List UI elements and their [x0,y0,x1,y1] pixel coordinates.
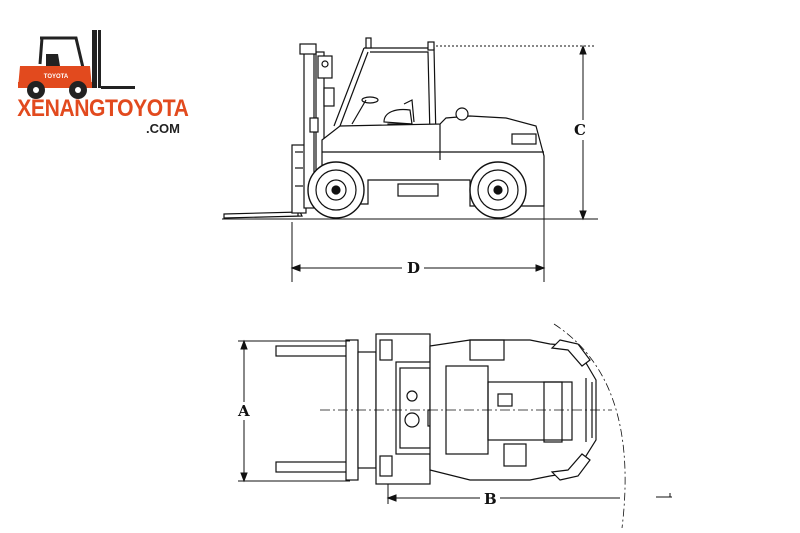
dimension-d [290,206,546,282]
dimension-label-d: D [407,259,421,277]
forklift-logo-icon: TOYOTA [18,30,135,99]
dimension-b [386,484,672,504]
logo-badge: TOYOTA [44,74,69,80]
dimension-a [238,339,350,483]
top-view [275,323,626,529]
brand-logo: XENANGTOYOTA .COM [12,96,202,136]
side-view [222,37,598,220]
dimension-c [436,44,596,221]
brand-domain: .COM [146,121,180,136]
brand-name: XENANGTOYOTA [17,95,189,122]
dimension-label-b: B [484,490,497,508]
dimension-label-a: A [238,402,250,420]
dimension-label-c: C [574,121,586,139]
